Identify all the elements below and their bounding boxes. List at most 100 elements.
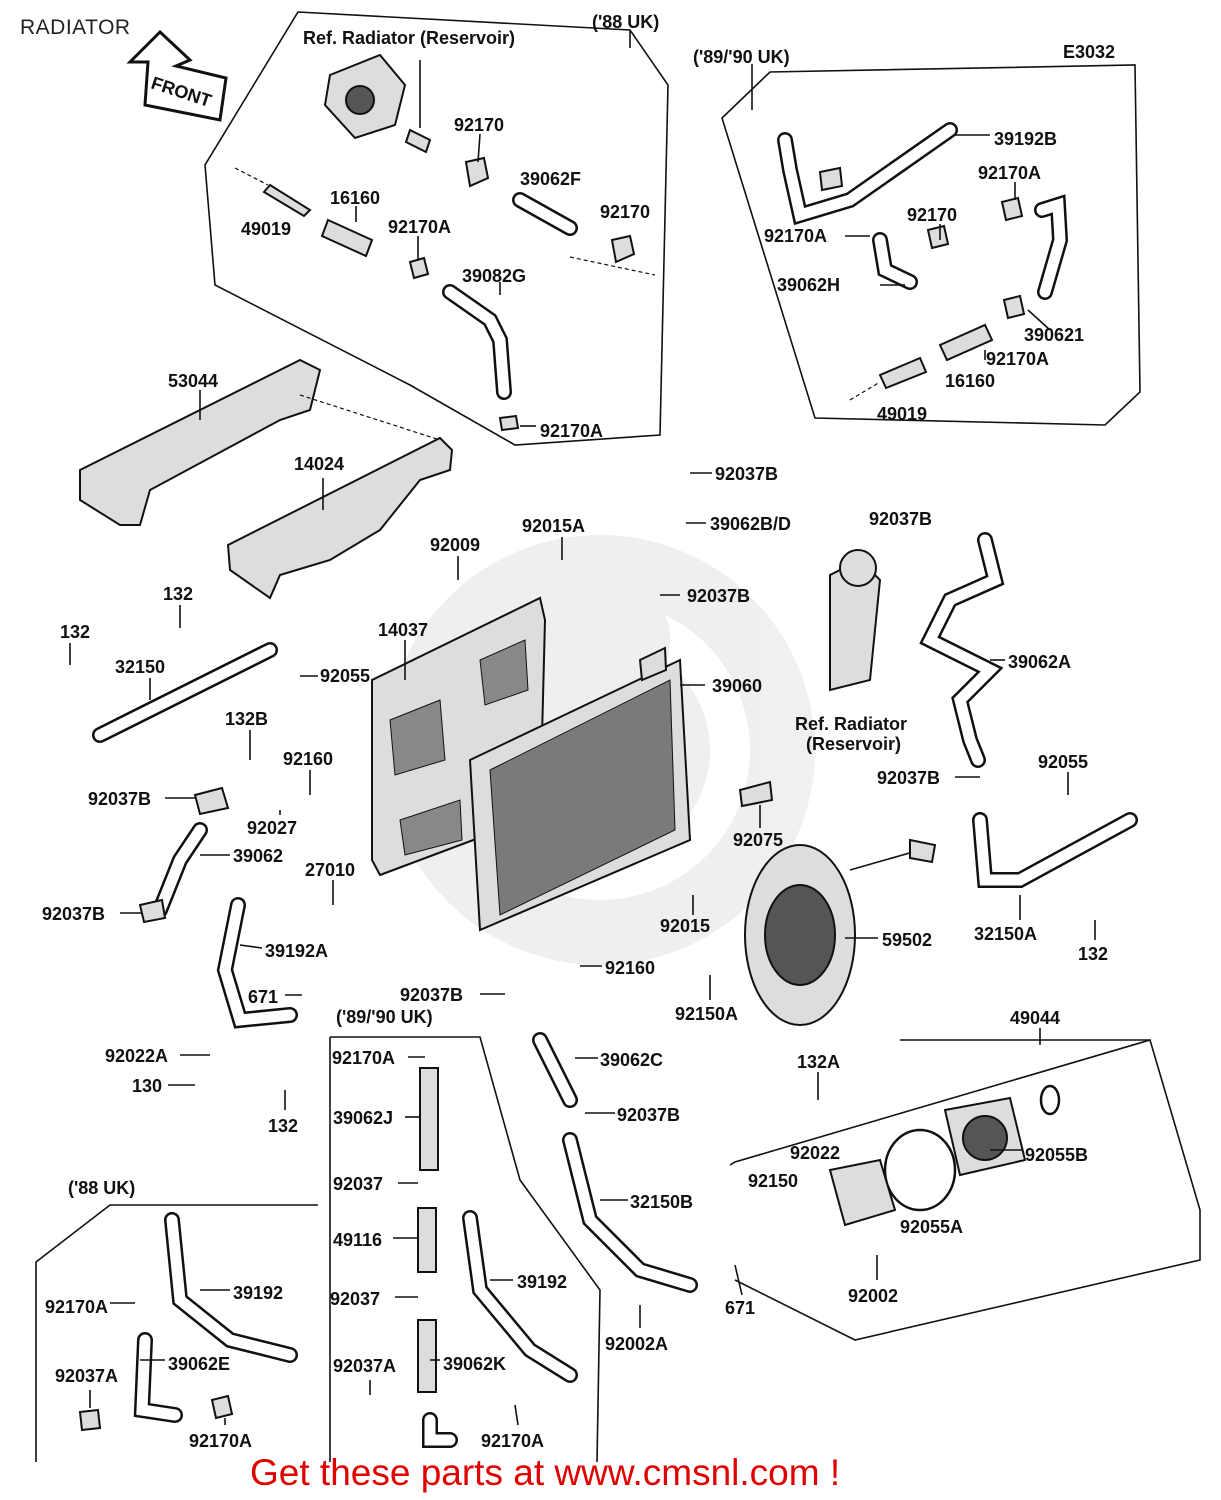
part-label: 92022 [790,1143,840,1163]
radiator-assembly [371,596,774,932]
part-label: 92170A [388,217,451,237]
part-label: 92170 [907,205,957,225]
part-label: 14037 [378,620,428,640]
part-label: 92170A [189,1431,252,1451]
part-label: 16160 [330,188,380,208]
part-label: 32150B [630,1192,693,1212]
label-ref-radiator: Ref. Radiator [795,714,907,734]
cover-parts [79,358,454,600]
label-reservoir: (Reservoir) [806,734,901,754]
part-label: 92055A [900,1217,963,1237]
part-label: 39192 [233,1283,283,1303]
part-label: 92002A [605,1334,668,1354]
part-label: 16160 [945,371,995,391]
part-label: 132 [163,584,193,604]
part-label: 92037A [55,1366,118,1386]
group-8990uk-top [777,122,1069,401]
group-88uk-top [234,53,656,432]
part-label: 92009 [430,535,480,555]
part-label: 39192A [265,941,328,961]
part-label: 39062B/D [710,514,791,534]
part-label: 92170 [454,115,504,135]
page-title: RADIATOR [20,16,131,39]
part-label: 92027 [247,818,297,838]
part-label: 92055 [320,666,370,686]
part-label: 49019 [877,404,927,424]
front-arrow: FRONT [126,29,228,122]
part-label: 132 [1078,944,1108,964]
part-label: 130 [132,1076,162,1096]
part-label: 39062K [443,1354,506,1374]
part-label: 39082G [462,266,526,286]
part-label: 92055B [1025,1145,1088,1165]
part-label: 92015A [522,516,585,536]
part-label: 132B [225,709,268,729]
part-label: 92015 [660,916,710,936]
part-label: 39192 [517,1272,567,1292]
fan-assembly [744,838,937,1026]
left-pipes [92,642,298,1029]
part-label: 132 [60,622,90,642]
part-labels: 92170 39062F 92170 16160 49019 92170A 39… [42,115,1108,1451]
part-label: 92037B [617,1105,680,1125]
label-region-8990uk-top: ('89/'90 UK) [693,47,790,67]
part-label: 132A [797,1052,840,1072]
part-label: 92002 [848,1286,898,1306]
region-outlines [35,11,1201,1463]
part-label: 39062C [600,1050,663,1070]
part-label: 92037B [42,904,105,924]
part-label: 92170A [764,226,827,246]
part-label: 14024 [294,454,344,474]
leader-lines [69,30,1096,1426]
part-label: 92170A [45,1297,108,1317]
part-label: 32150A [974,924,1037,944]
part-label: 92075 [733,830,783,850]
part-label: 92150A [675,1004,738,1024]
part-label: 92170A [986,349,1049,369]
part-label: 39062A [1008,652,1071,672]
part-label: 92037B [715,464,778,484]
part-label: 92037B [877,768,940,788]
part-label: 49116 [333,1230,382,1250]
part-label: 92160 [605,958,655,978]
part-label: 92022A [105,1046,168,1066]
part-label: 671 [725,1298,755,1318]
part-label: 390621 [1024,325,1084,345]
part-label: 92170 [600,202,650,222]
part-label: 92160 [283,749,333,769]
lower-parts [532,1032,1150,1293]
part-label: 92037B [400,985,463,1005]
part-label: 92055 [1038,752,1088,772]
part-label: 92170A [540,421,603,441]
part-label: 39062E [168,1354,230,1374]
part-label: 92037A [333,1356,396,1376]
label-ref-radiator-reservoir-top: Ref. Radiator (Reservoir) [303,28,515,48]
part-label: 39062F [520,169,581,189]
part-label: 59502 [882,930,932,950]
part-label: 92150 [748,1171,798,1191]
part-label: 132 [268,1116,298,1136]
part-label: 49019 [241,219,291,239]
part-label: 92170A [978,163,1041,183]
part-label: 92170A [481,1431,544,1451]
right-hoses [829,532,1138,888]
part-label: 39062 [233,846,283,866]
part-label: 92037 [330,1289,380,1309]
group-8990uk-bottom [417,1067,578,1448]
part-label: 53044 [168,371,218,391]
part-label: 92037B [687,586,750,606]
part-label: 92037 [333,1174,383,1194]
part-label: 39062H [777,275,840,295]
part-label: 671 [248,987,278,1007]
part-label: 92037B [88,789,151,809]
part-label: 39192B [994,129,1057,149]
part-label: 39062J [333,1108,393,1128]
label-region-8990uk-bottom: ('89/'90 UK) [336,1007,433,1027]
part-label: 39060 [712,676,762,696]
footer-cta[interactable]: Get these parts at www.cmsnl.com ! [250,1452,841,1493]
part-label: 92170A [332,1048,395,1068]
part-label: 27010 [305,860,355,880]
group-88uk-bottom [78,1212,298,1432]
diagram-code: E3032 [1063,42,1115,62]
